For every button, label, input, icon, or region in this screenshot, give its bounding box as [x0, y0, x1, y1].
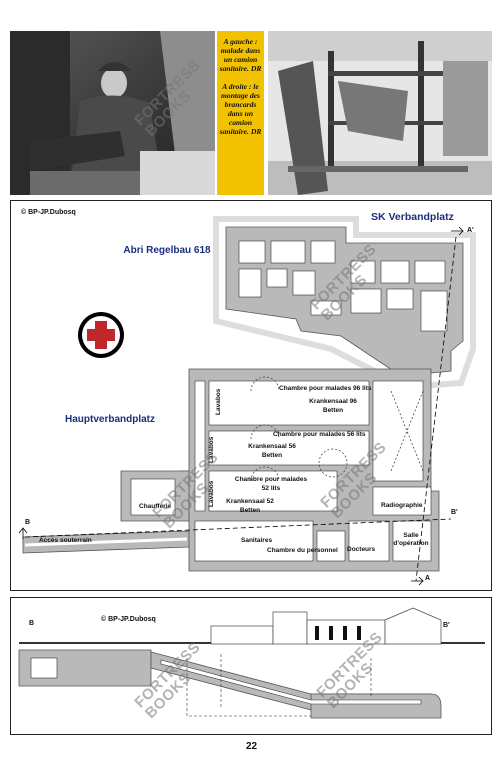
room-52-fr: Chambre pour malades 52 lits [234, 476, 308, 492]
radiographie-label: Radiographie [381, 502, 423, 509]
caption-right: A droite : le montage des brancards dans… [219, 82, 262, 136]
section-b-left: B [25, 519, 31, 526]
room-96-fr: Chambre pour malades 96 lits [279, 385, 372, 392]
room-56-fr: Chambre pour malades 56 lits [273, 431, 366, 438]
room-96-de: Krankensaal 96 Betten [309, 398, 357, 414]
section-panel: © BP-JP.Dubosq B B' [10, 597, 492, 735]
salle-operation-label: Salle d'opération [393, 532, 429, 547]
section-a-bottom: A [425, 575, 431, 582]
page-number: 22 [245, 741, 258, 752]
abri-title: Abri Regelbau 618 [123, 245, 211, 256]
photo-left [10, 31, 215, 195]
lavabos-label-1: Lavabos [215, 388, 222, 415]
docteurs-label: Docteurs [347, 546, 376, 553]
room-52-de: Krankensaal 52 Betten [226, 498, 274, 514]
section-copyright: © BP-JP.Dubosq [101, 616, 156, 623]
hauptverbandplatz-title: Hauptverbandplatz [65, 414, 156, 425]
sanitaires-label: Sanitaires [241, 537, 273, 544]
caption-left: A gauche : malade dans un camion sanitai… [219, 37, 262, 73]
photo-right [268, 31, 492, 195]
chaufferie-label: Chaufferie [139, 503, 172, 510]
photo-caption: A gauche : malade dans un camion sanitai… [217, 31, 264, 195]
room-56-de: Krankensaal 56 Betten [248, 443, 296, 459]
red-cross-icon [78, 312, 124, 358]
floor-plan-drawing [18, 216, 476, 586]
section-mark-b: B [29, 620, 35, 627]
floor-plan-panel: © BP-JP.Dubosq SK Verbandplatz Abri Rege… [10, 200, 492, 591]
chambre-personnel-label: Chambre du personnel [267, 547, 338, 554]
plan-copyright: © BP-JP.Dubosq [21, 209, 76, 216]
acces-souterrain-label: Accès souterrain [39, 537, 92, 544]
section-a-top: A' [467, 227, 474, 234]
section-drawing [18, 607, 485, 719]
sk-verbandplatz-title: SK Verbandplatz [371, 211, 454, 223]
section-b-right: B' [451, 509, 458, 516]
section-mark-b-prime: B' [443, 622, 450, 629]
